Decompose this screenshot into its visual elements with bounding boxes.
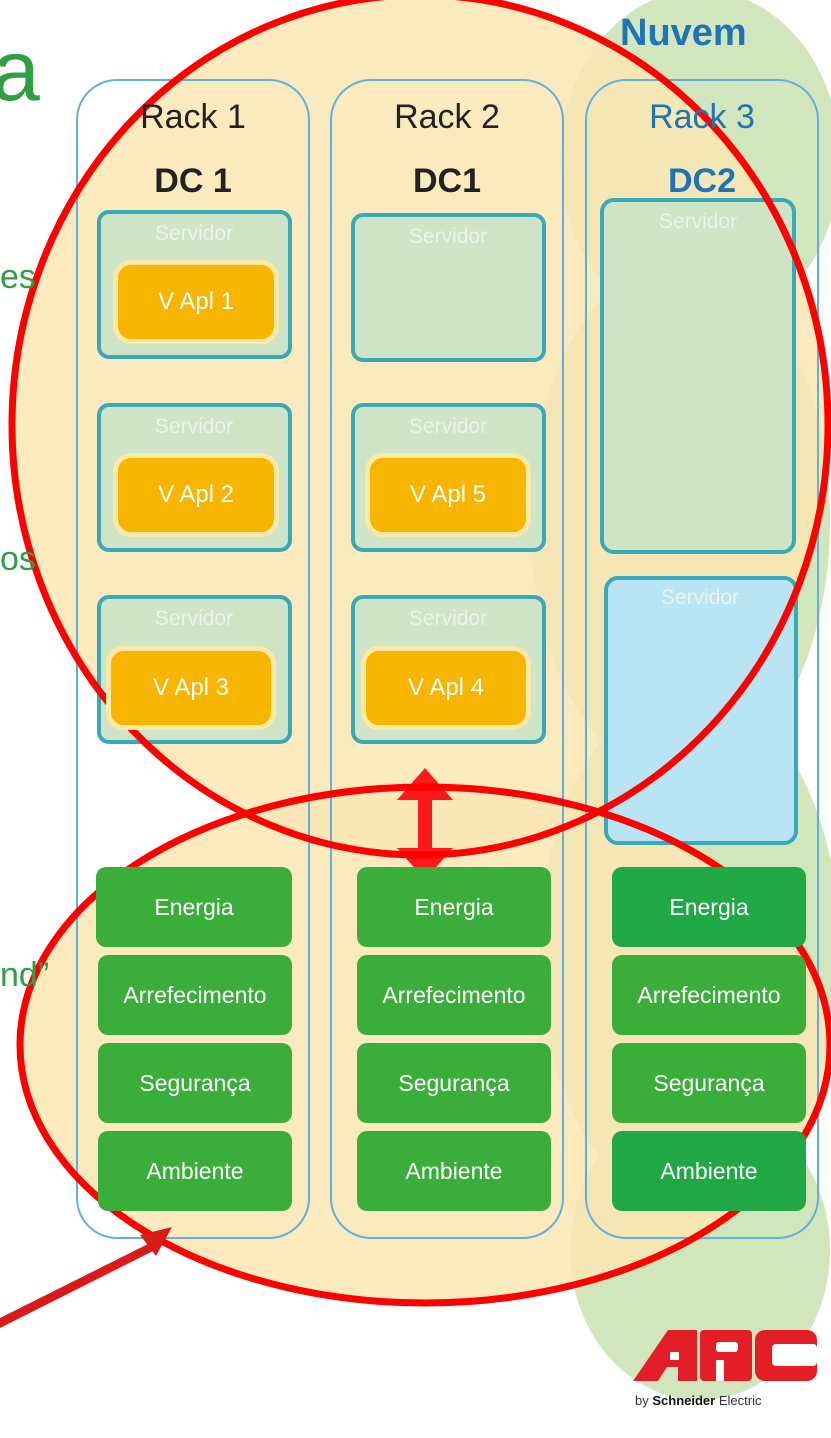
infra-block: Energia [96, 867, 292, 947]
infra-block: Ambiente [98, 1131, 292, 1211]
cloud-heading: Nuvem [620, 12, 747, 54]
infra-block: Segurança [98, 1043, 292, 1123]
virtual-app: V Apl 5 [365, 453, 531, 537]
rack-title: Rack 1 [140, 98, 246, 136]
pointer-arrow-icon [0, 1227, 172, 1328]
server-label: Servidor [408, 607, 488, 630]
virtual-app: V Apl 3 [106, 646, 276, 730]
tagline-brand: Schneider [652, 1393, 716, 1408]
infra-block: Arrefecimento [612, 955, 806, 1035]
left-text-fragment: a [0, 23, 40, 119]
dc-label: DC2 [667, 162, 737, 200]
dc-label: DC 1 [154, 162, 232, 200]
infra-block: Arrefecimento [98, 955, 292, 1035]
server-label: Servidor [408, 225, 488, 248]
server-box [351, 213, 546, 362]
server-label: Servidor [660, 586, 740, 609]
tagline-prefix: by [635, 1393, 649, 1408]
left-text-fragment: nd” [0, 956, 50, 994]
infra-block: Arrefecimento [357, 955, 551, 1035]
infra-block: Energia [357, 867, 551, 947]
server-box [604, 576, 798, 845]
infra-block: Ambiente [357, 1131, 551, 1211]
server-box [600, 198, 796, 554]
upper-highlight-outline [8, 0, 831, 859]
rack-3-outline [585, 79, 819, 1239]
rack-title: Rack 3 [649, 98, 755, 136]
server-label: Servidor [154, 222, 234, 245]
rack-title: Rack 2 [394, 98, 500, 136]
server-label: Servidor [408, 415, 488, 438]
left-text-fragment: es [0, 258, 36, 296]
server-label: Servidor [658, 210, 738, 233]
virtual-app: V Apl 4 [361, 646, 531, 730]
left-text-fragment: os [0, 540, 36, 578]
server-label: Servidor [154, 607, 234, 630]
dc-label: DC1 [412, 162, 482, 200]
server-label: Servidor [154, 415, 234, 438]
infra-block: Ambiente [612, 1131, 806, 1211]
infra-block: Segurança [357, 1043, 551, 1123]
tagline-suffix: Electric [718, 1393, 762, 1408]
virtual-app: V Apl 1 [113, 260, 279, 344]
infra-block: Segurança [612, 1043, 806, 1123]
rack-2-outline [330, 79, 564, 1239]
apc-tagline: by Schneider Electric [635, 1393, 761, 1408]
lower-highlight-outline [16, 783, 831, 1307]
virtual-app: V Apl 2 [113, 453, 279, 537]
infra-block: Energia [612, 867, 806, 947]
